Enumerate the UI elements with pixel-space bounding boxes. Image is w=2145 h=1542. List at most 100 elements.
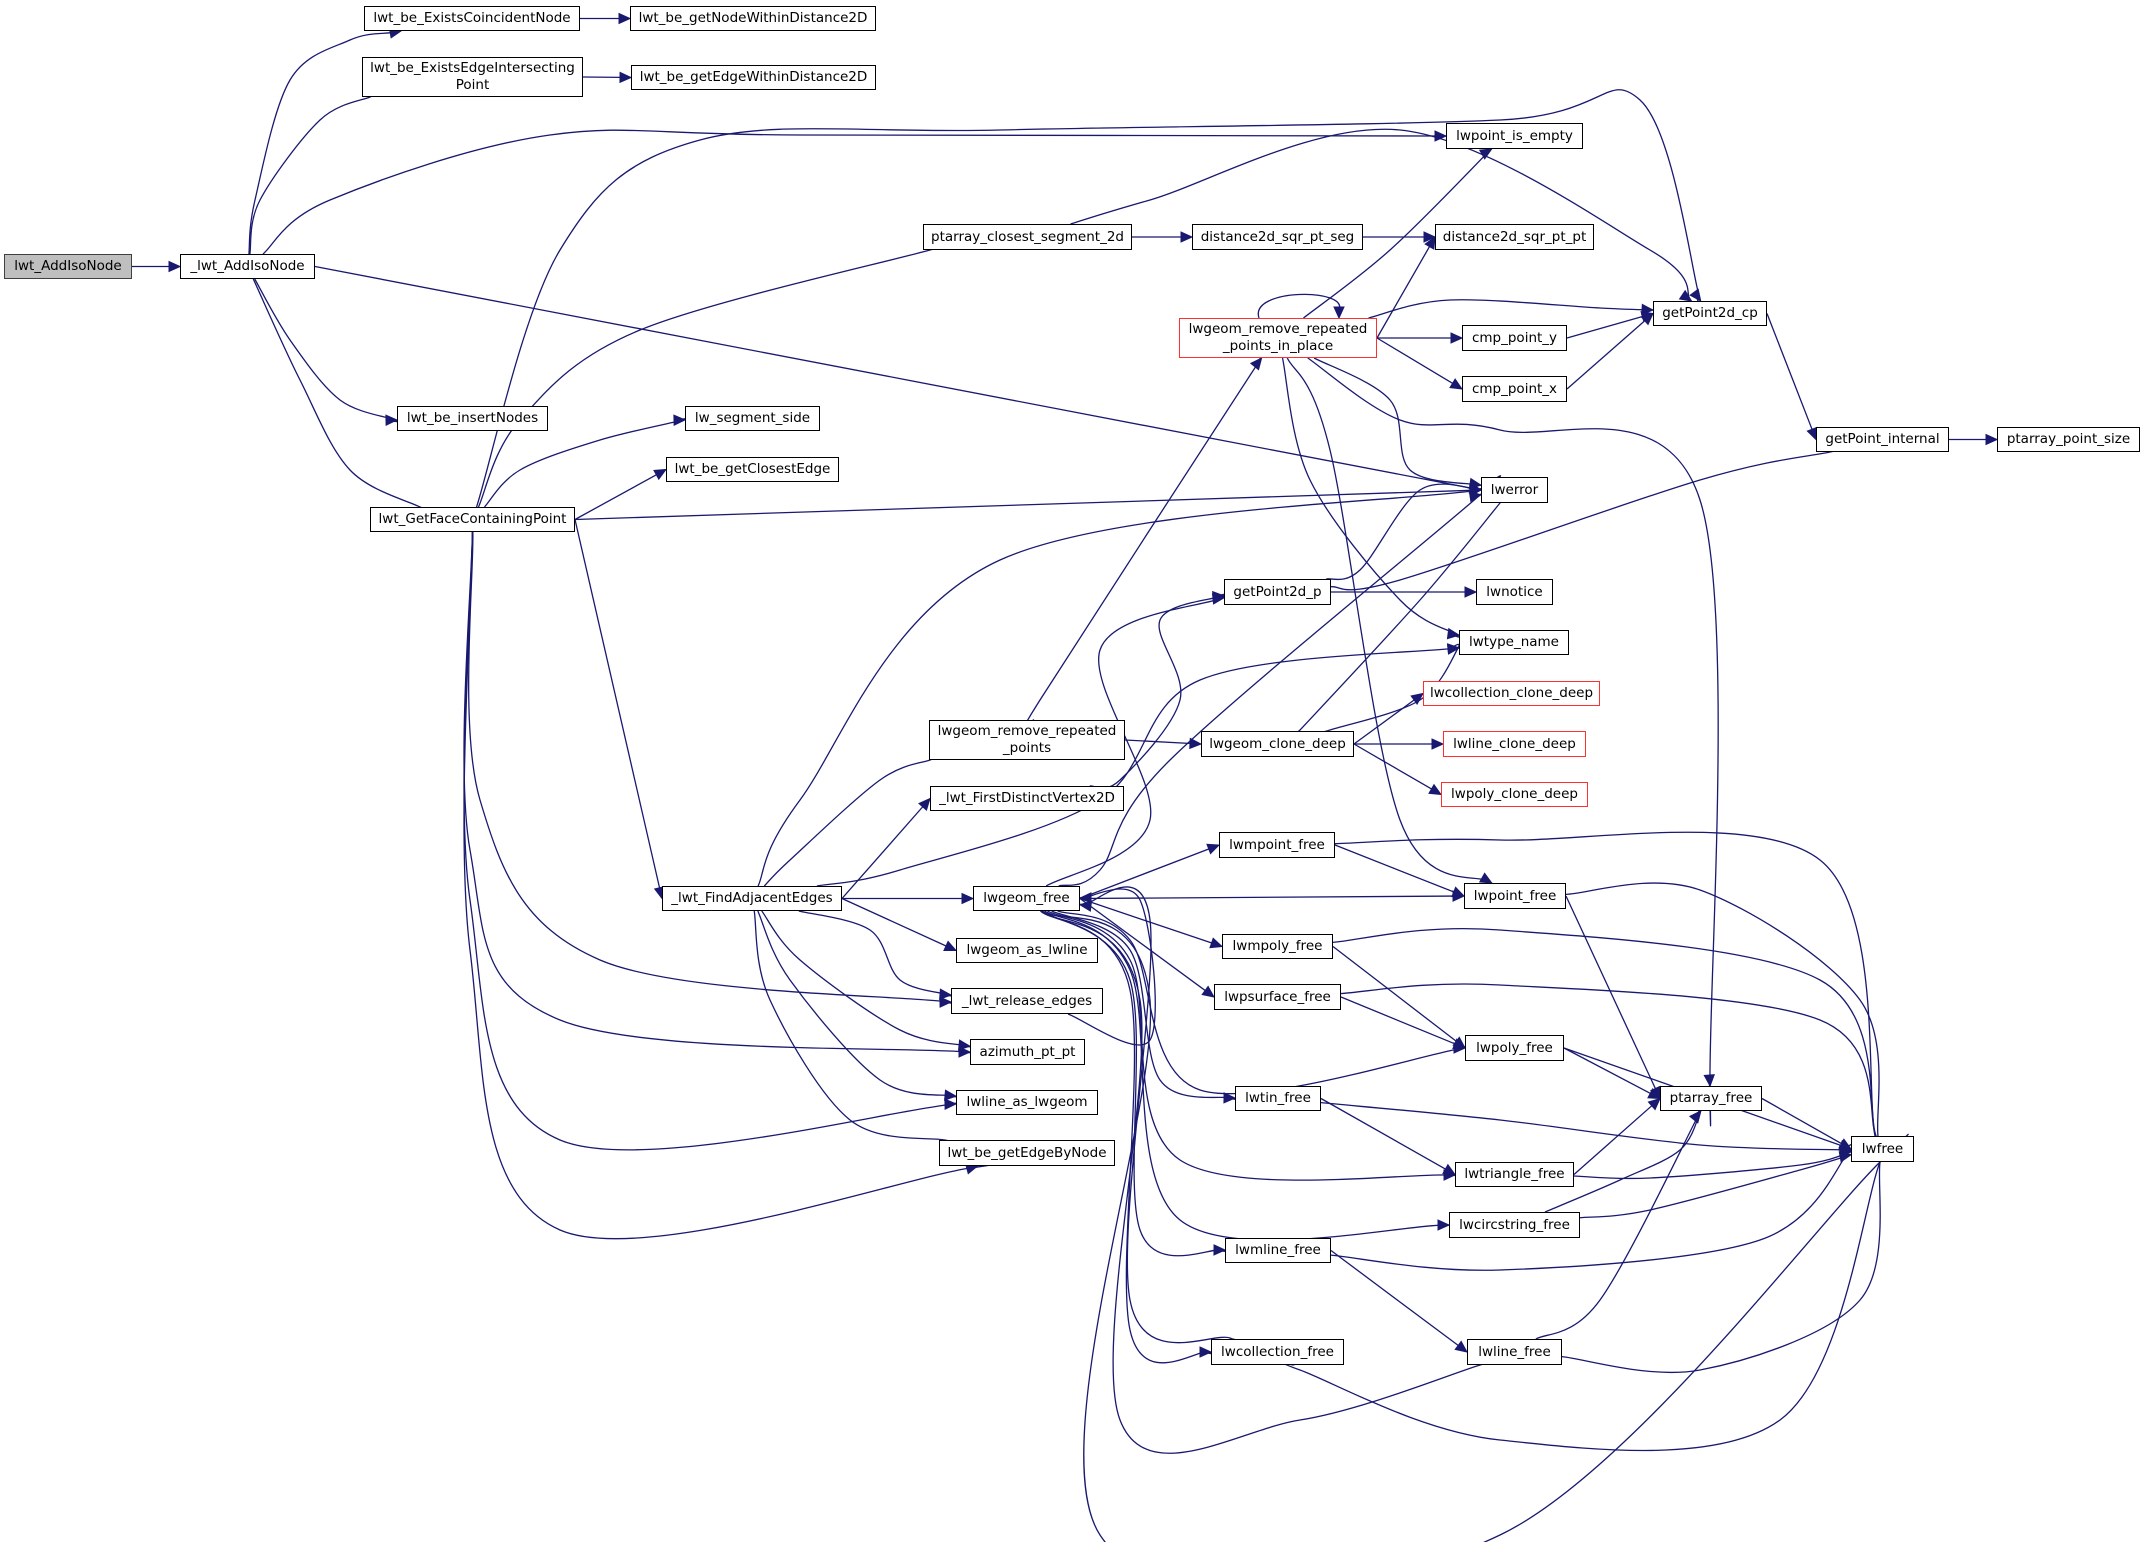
call-edge	[1040, 910, 1214, 1364]
graph-node-lwline-clone-deep[interactable]: lwline_clone_deep	[1443, 731, 1586, 757]
call-edge	[753, 910, 953, 1143]
call-edge	[249, 94, 375, 255]
arrowhead	[943, 940, 958, 952]
arrowhead	[1437, 1219, 1451, 1231]
arrowhead	[939, 996, 953, 1008]
graph-node-cmp-point-y[interactable]: cmp_point_y	[1462, 325, 1567, 351]
call-edge	[1330, 1142, 1856, 1271]
arrowhead	[1211, 593, 1226, 605]
arrowhead	[1333, 306, 1345, 320]
graph-node-lwt-firstdistinctvertex2d[interactable]: _lwt_FirstDistinctVertex2D	[930, 786, 1124, 811]
graph-node-lwline-free[interactable]: lwline_free	[1467, 1339, 1562, 1365]
graph-node-lwt-addisonode[interactable]: _lwt_AddIsoNode	[180, 254, 315, 279]
arrowhead	[944, 1089, 958, 1101]
graph-node-lwt-be-existscoincidentnode[interactable]: lwt_be_ExistsCoincidentNode	[364, 6, 580, 31]
call-edge	[1079, 897, 1215, 998]
call-edge	[761, 910, 972, 1051]
arrowhead	[618, 12, 632, 25]
call-edge	[1078, 886, 1240, 1344]
call-edge	[1021, 335, 1276, 733]
call-edge	[757, 484, 1514, 887]
graph-node-lwcircstring-free[interactable]: lwcircstring_free	[1449, 1212, 1580, 1238]
graph-node-lwpoint-is-empty[interactable]: lwpoint_is_empty	[1446, 123, 1583, 149]
graph-node-lwt-be-getnodewithindistance2d[interactable]: lwt_be_getNodeWithinDistance2D	[630, 6, 876, 31]
graph-node-lwt-getfacecontainingpoint[interactable]: lwt_GetFaceContainingPoint	[370, 507, 575, 532]
call-edge	[1354, 738, 1445, 750]
call-edge	[1313, 357, 1484, 490]
graph-node-lwline-as-lwgeom[interactable]: lwline_as_lwgeom	[956, 1090, 1098, 1115]
graph-node-azimuth-pt-pt[interactable]: azimuth_pt_pt	[970, 1039, 1085, 1065]
graph-node-lwtype-name[interactable]: lwtype_name	[1459, 630, 1569, 655]
call-edge	[1340, 983, 1881, 1146]
graph-node-lwpsurface-free[interactable]: lwpsurface_free	[1214, 984, 1341, 1010]
graph-node-lwt-findadjacentedges[interactable]: _lwt_FindAdjacentEdges	[662, 886, 842, 911]
arrowhead	[1449, 378, 1464, 390]
graph-node-getpoint2d-p[interactable]: getPoint2d_p	[1224, 579, 1331, 605]
arrowhead	[918, 797, 931, 811]
arrowhead	[939, 988, 953, 1000]
arrowhead	[1450, 332, 1464, 344]
graph-node-lwmline-free[interactable]: lwmline_free	[1225, 1238, 1331, 1263]
graph-node-lwt-be-getedgewithindistance2d[interactable]: lwt_be_getEdgeWithinDistance2D	[631, 65, 876, 90]
graph-node-lwtriangle-free[interactable]: lwtriangle_free	[1455, 1162, 1574, 1187]
call-edge	[1330, 1249, 1468, 1353]
arrowhead	[1078, 900, 1093, 912]
graph-node-lwgeom-remove-repeated-points[interactable]: lwgeom_remove_repeated _points	[929, 720, 1125, 760]
graph-node-lw-segment-side[interactable]: lw_segment_side	[685, 406, 820, 431]
call-edge	[1070, 128, 1693, 304]
arrowhead	[1424, 235, 1436, 250]
arrowhead	[1678, 289, 1693, 302]
graph-node-lwt-be-getedgebynode[interactable]: lwt_be_getEdgeByNode	[939, 1140, 1115, 1166]
call-edge	[254, 278, 399, 426]
graph-node-getpoint-internal[interactable]: getPoint_internal	[1816, 427, 1949, 452]
graph-node-lwnotice[interactable]: lwnotice	[1476, 579, 1553, 605]
graph-node-lwpoly-clone-deep[interactable]: lwpoly_clone_deep	[1441, 782, 1588, 807]
graph-node-lwt-be-getclosestedge[interactable]: lwt_be_getClosestEdge	[666, 457, 839, 482]
arrowhead	[1446, 627, 1461, 640]
graph-node-lwt-release-edges[interactable]: _lwt_release_edges	[951, 988, 1103, 1014]
graph-node-lwerror[interactable]: lwerror	[1481, 477, 1548, 503]
graph-node-getpoint2d-cp[interactable]: getPoint2d_cp	[1653, 301, 1767, 326]
graph-node-lwcollection-clone-deep[interactable]: lwcollection_clone_deep	[1423, 681, 1600, 706]
call-edge	[816, 643, 1476, 887]
arrowhead	[1478, 872, 1493, 884]
arrowhead	[1838, 1138, 1853, 1150]
call-edge	[1334, 844, 1466, 898]
graph-node-lwtin-free[interactable]: lwtin_free	[1235, 1086, 1321, 1111]
graph-node-lwmpoly-free[interactable]: lwmpoly_free	[1222, 934, 1333, 959]
graph-node-lwgeom-as-lwline[interactable]: lwgeom_as_lwline	[956, 938, 1098, 963]
graph-node-lwt-addisonode[interactable]: lwt_AddIsoNode	[4, 254, 132, 279]
call-edge	[1766, 313, 1818, 441]
arrowhead	[1640, 312, 1654, 326]
call-edge	[580, 12, 632, 25]
graph-node-lwpoint-free[interactable]: lwpoint_free	[1464, 883, 1566, 909]
graph-node-distance2d-sqr-pt-pt[interactable]: distance2d_sqr_pt_pt	[1435, 224, 1594, 250]
graph-node-lwpoly-free[interactable]: lwpoly_free	[1465, 1035, 1564, 1061]
graph-node-distance2d-sqr-pt-seg[interactable]: distance2d_sqr_pt_seg	[1192, 224, 1363, 250]
call-edge	[1067, 888, 1156, 1046]
graph-node-lwmpoint-free[interactable]: lwmpoint_free	[1219, 832, 1335, 858]
arrowhead	[1442, 1163, 1457, 1176]
arrowhead	[385, 414, 399, 426]
graph-node-cmp-point-x[interactable]: cmp_point_x	[1462, 376, 1567, 402]
call-edge	[1353, 743, 1443, 796]
arrowhead	[1423, 231, 1437, 243]
arrowhead	[1223, 1092, 1237, 1104]
graph-node-ptarray-point-size[interactable]: ptarray_point_size	[1997, 427, 2140, 452]
graph-node-lwt-be-existsedgeintersectingpoint[interactable]: lwt_be_ExistsEdgeIntersecting Point	[362, 57, 583, 97]
graph-node-lwcollection-free[interactable]: lwcollection_free	[1211, 1339, 1344, 1365]
graph-node-lwfree[interactable]: lwfree	[1851, 1136, 1914, 1162]
call-edge	[574, 468, 668, 521]
call-edge	[1079, 843, 1221, 900]
call-edge	[1579, 1151, 1853, 1219]
graph-node-lwgeom-clone-deep[interactable]: lwgeom_clone_deep	[1201, 731, 1354, 757]
call-edge	[463, 531, 982, 1151]
arrowhead	[1410, 692, 1424, 705]
graph-node-lwgeom-free[interactable]: lwgeom_free	[973, 886, 1080, 911]
arrowhead	[1647, 1097, 1661, 1111]
graph-node-lwgeom-remove-repeated-points-in-place[interactable]: lwgeom_remove_repeated _points_in_place	[1179, 318, 1377, 358]
graph-node-lwt-be-insertnodes[interactable]: lwt_be_insertNodes	[397, 406, 548, 431]
graph-node-ptarray-closest-segment-2d[interactable]: ptarray_closest_segment_2d	[923, 224, 1132, 250]
arrowhead	[1078, 892, 1092, 904]
graph-node-ptarray-free[interactable]: ptarray_free	[1660, 1086, 1762, 1111]
